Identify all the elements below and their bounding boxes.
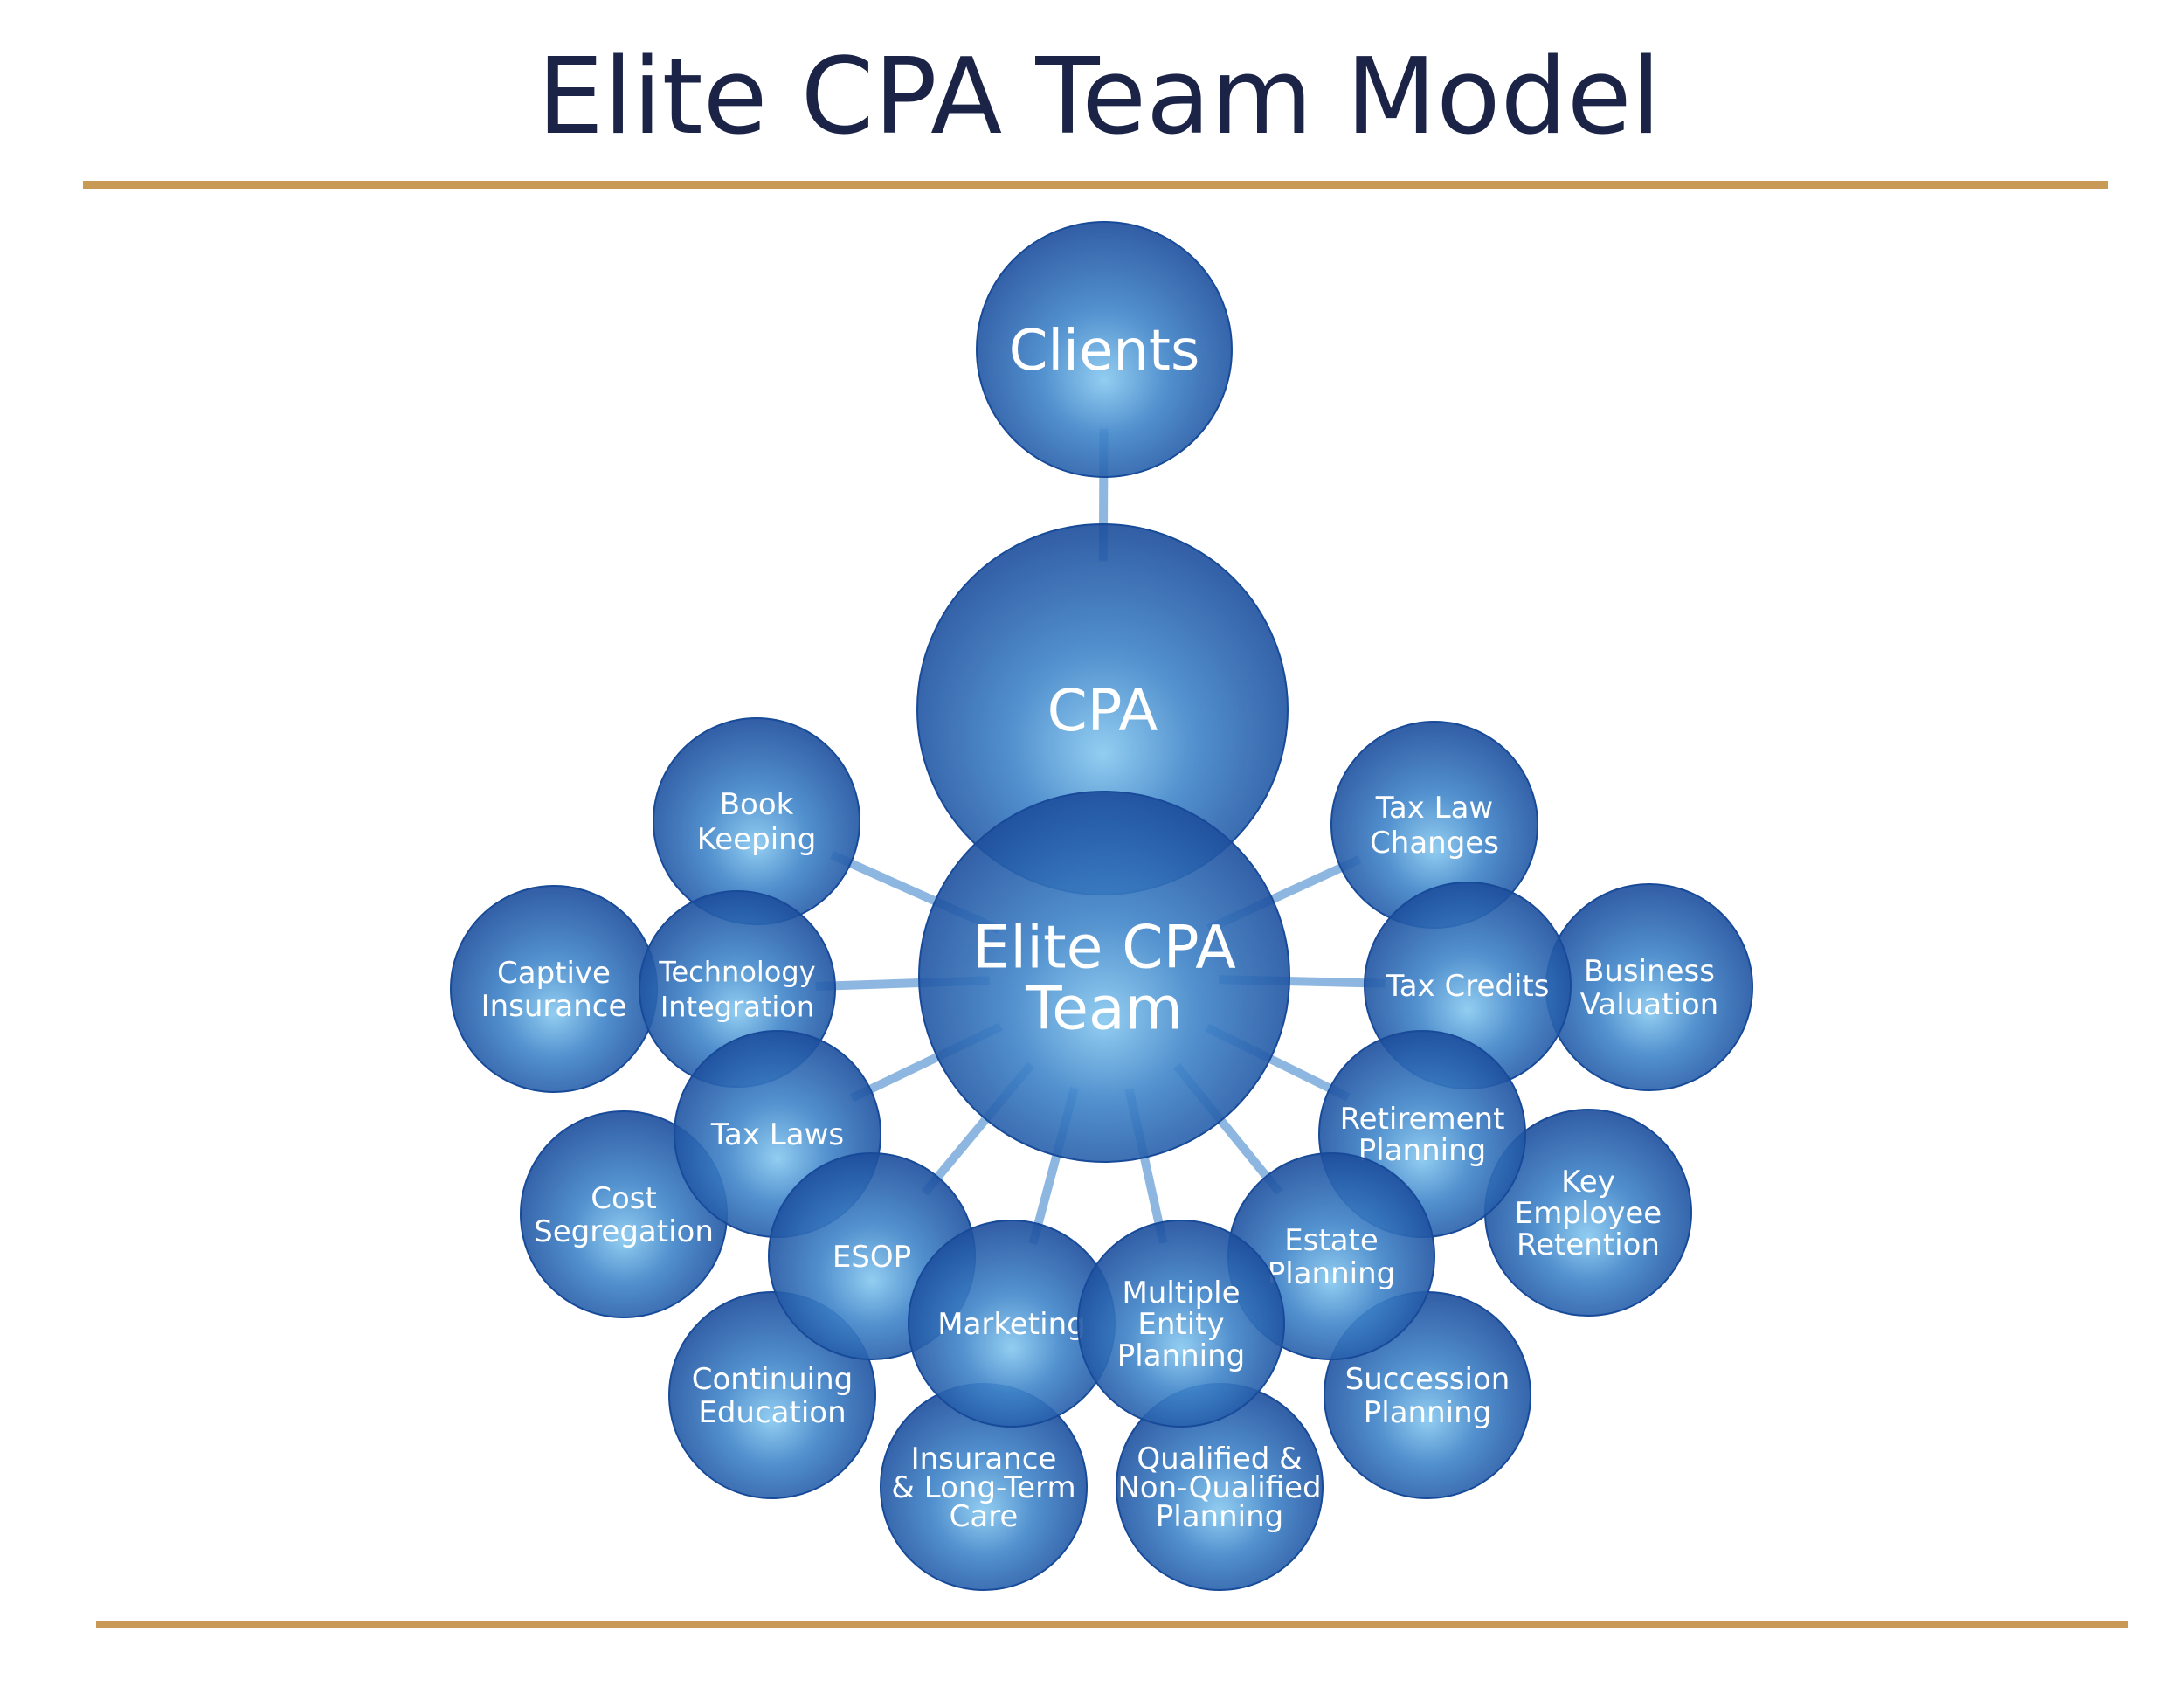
node-label-key-employee-retention: Employee bbox=[1515, 1196, 1662, 1231]
node-label-tax-law-changes: Tax Law bbox=[1375, 791, 1494, 826]
node-label-cpa: CPA bbox=[1047, 677, 1158, 744]
node-label-cost-segregation: Segregation bbox=[534, 1214, 714, 1249]
page-title: Elite CPA Team Model bbox=[537, 37, 1661, 158]
node-label-estate-planning: Estate bbox=[1284, 1223, 1379, 1258]
node-label-business-valuation: Valuation bbox=[1580, 987, 1718, 1022]
node-label-key-employee-retention: Retention bbox=[1517, 1227, 1660, 1262]
node-circle-multiple-entity-planning bbox=[1077, 1220, 1285, 1428]
node-label-retirement-planning: Retirement bbox=[1340, 1102, 1505, 1137]
node-label-technology-integration: Technology bbox=[658, 956, 815, 989]
node-label-multiple-entity-planning: Planning bbox=[1117, 1338, 1245, 1373]
node-cpa: CPA bbox=[916, 523, 1289, 895]
node-label-estate-planning: Planning bbox=[1268, 1256, 1395, 1291]
node-label-qualified-non-qualified-planning: Non-Qualified bbox=[1117, 1470, 1321, 1505]
node-clients: Clients bbox=[976, 221, 1233, 478]
node-label-tax-credits: Tax Credits bbox=[1386, 969, 1550, 1004]
node-label-insurance-long-term-care: Insurance bbox=[911, 1442, 1057, 1476]
node-label-business-valuation: Business bbox=[1584, 954, 1715, 989]
node-label-retirement-planning: Planning bbox=[1358, 1133, 1486, 1168]
bubble-nodes: ClientsCPACaptiveInsuranceBusinessValuat… bbox=[450, 221, 1753, 1591]
node-label-insurance-long-term-care: Care bbox=[950, 1499, 1019, 1534]
node-label-insurance-long-term-care: & Long-Term bbox=[891, 1470, 1075, 1505]
node-label-continuing-education: Education bbox=[698, 1395, 846, 1430]
node-circle-clients bbox=[976, 221, 1233, 478]
node-label-elite-cpa-team: Team bbox=[1025, 974, 1183, 1043]
node-label-captive-insurance: Insurance bbox=[481, 989, 627, 1024]
node-label-elite-cpa-team: Elite CPA bbox=[972, 913, 1236, 982]
node-label-continuing-education: Continuing bbox=[692, 1362, 854, 1397]
node-label-esop: ESOP bbox=[833, 1240, 911, 1275]
node-label-technology-integration: Integration bbox=[660, 991, 814, 1024]
node-label-marketing: Marketing bbox=[937, 1307, 1085, 1342]
node-label-clients: Clients bbox=[1009, 319, 1200, 384]
node-label-book-keeping: Book bbox=[720, 787, 794, 822]
node-label-captive-insurance: Captive bbox=[497, 956, 611, 991]
node-label-succession-planning: Succession bbox=[1345, 1362, 1510, 1397]
node-label-cost-segregation: Cost bbox=[591, 1181, 657, 1216]
node-label-key-employee-retention: Key bbox=[1561, 1165, 1615, 1200]
node-label-qualified-non-qualified-planning: Planning bbox=[1156, 1499, 1283, 1534]
node-label-tax-laws: Tax Laws bbox=[710, 1117, 844, 1152]
node-label-succession-planning: Planning bbox=[1364, 1395, 1491, 1430]
node-label-tax-law-changes: Changes bbox=[1370, 826, 1499, 861]
node-label-qualified-non-qualified-planning: Qualified & bbox=[1137, 1442, 1302, 1476]
node-label-multiple-entity-planning: Entity bbox=[1137, 1307, 1224, 1342]
node-circle-elite-cpa-team bbox=[918, 791, 1290, 1163]
node-label-multiple-entity-planning: Multiple bbox=[1122, 1276, 1240, 1310]
node-label-book-keeping: Keeping bbox=[697, 822, 817, 857]
top-divider bbox=[83, 181, 2108, 189]
bottom-divider bbox=[96, 1621, 2128, 1628]
node-marketing: Marketing bbox=[908, 1220, 1116, 1428]
